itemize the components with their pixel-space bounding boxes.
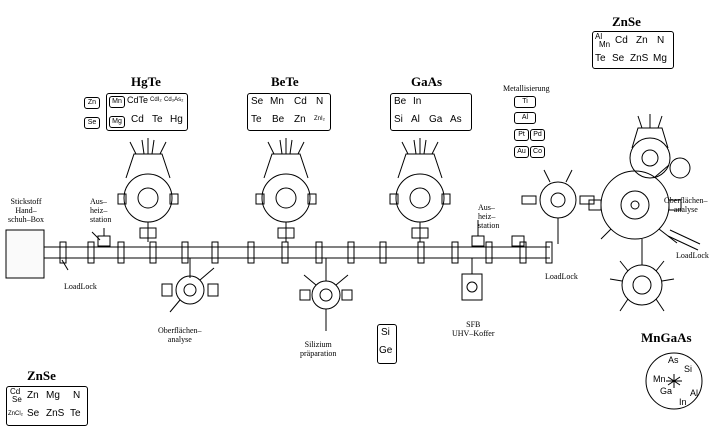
mngaas-element: Al	[690, 388, 698, 398]
silicon-prep-chamber	[300, 258, 352, 331]
metallization-chamber	[522, 170, 594, 244]
metal-element: Pt	[514, 129, 529, 141]
hgte-element-hg: Hg	[170, 114, 183, 125]
znse-top-element: Te	[595, 53, 606, 64]
mngaas-element: Mn	[653, 374, 666, 384]
label-oberflaechen-left: Oberflächen– analyse	[158, 326, 202, 344]
gaas-element: As	[450, 114, 462, 125]
znse-bottom-element: Te	[70, 408, 81, 419]
si-ge-element: Ge	[379, 345, 392, 356]
mbe-chamber-gaas	[390, 138, 450, 242]
surface-analysis-right	[670, 158, 690, 178]
mngaas-element: Ga	[660, 386, 672, 396]
hgte-element-cd3as2: Cd₃As₂	[164, 97, 183, 103]
znse-top-element: Se	[612, 53, 624, 64]
znse-top-element-mn: Mn	[599, 40, 610, 49]
label-loadlock-left: LoadLock	[64, 282, 97, 291]
hgte-element-se: Se	[84, 117, 100, 129]
zone-title-znse-top: ZnSe	[612, 14, 641, 30]
znse-bottom-element: Mg	[46, 390, 60, 401]
label-loadlock-mid: LoadLock	[545, 272, 578, 281]
arrow-loadlock-left	[62, 260, 68, 270]
zone-title-hgte: HgTe	[131, 74, 161, 90]
mngaas-element: As	[668, 355, 679, 365]
znse-top-element: N	[657, 35, 664, 46]
hgte-element-cdi2: CdI₂	[150, 97, 162, 103]
hgte-element-mg: Mg	[109, 116, 125, 128]
bete-element: Cd	[294, 96, 307, 107]
bete-element: Zn	[294, 114, 306, 125]
znse-bottom-element-se: Se	[12, 395, 22, 404]
metal-element: Ti	[514, 96, 536, 108]
znse-bottom-element: ZnCl₂	[8, 411, 23, 417]
gaas-element: Si	[394, 114, 403, 125]
bete-element: Se	[251, 96, 263, 107]
label-ausheiz-left: Aus– heiz– station	[90, 197, 111, 224]
metal-element: Pd	[530, 129, 545, 141]
bete-element: N	[316, 96, 323, 107]
gaas-element: Be	[394, 96, 406, 107]
zone-title-gaas: GaAs	[411, 74, 442, 90]
label-loadlock-right: LoadLock	[676, 251, 709, 260]
znse-top-element: Mg	[653, 53, 667, 64]
znse-bottom-element: Zn	[27, 390, 39, 401]
label-silizium: Silizium präparation	[300, 340, 336, 358]
label-sfb: SFB UHV–Koffer	[452, 320, 495, 338]
znse-top-element: Cd	[615, 35, 628, 46]
label-ausheiz-right: Aus– heiz– station	[478, 203, 499, 230]
bete-element: Be	[272, 114, 284, 125]
gaas-element: Ga	[429, 114, 442, 125]
valves	[98, 228, 524, 246]
metal-element: Co	[530, 146, 545, 158]
zone-title-bete: BeTe	[271, 74, 299, 90]
mbe-chamber-bete	[256, 138, 316, 242]
bete-element: Te	[251, 114, 262, 125]
line-flanges	[60, 242, 552, 263]
hgte-element-mn: Mn	[109, 96, 125, 108]
znse-top-element: ZnS	[630, 53, 648, 64]
gaas-element: In	[413, 96, 421, 107]
zone-title-metallisierung: Metallisierung	[503, 84, 550, 93]
bete-element: Mn	[270, 96, 284, 107]
metal-element: Au	[514, 146, 529, 158]
surface-analysis-left	[162, 258, 218, 312]
znse-bottom-element: Se	[27, 408, 39, 419]
znse-bottom-element: ZnS	[46, 408, 64, 419]
mbe-chamber-mngaas	[610, 239, 674, 311]
hgte-element-cd: Cd	[131, 114, 144, 125]
mngaas-element: Si	[684, 364, 692, 374]
znse-bottom-element: N	[73, 390, 80, 401]
glovebox-shape	[6, 230, 44, 278]
znse-top-element: Zn	[636, 35, 648, 46]
label-oberflaechen-right: Oberflächen– analyse	[664, 196, 708, 214]
bete-element: ZnI₂	[314, 116, 325, 122]
hgte-element-zn: Zn	[84, 97, 100, 109]
zone-title-mngaas: MnGaAs	[641, 330, 692, 346]
hgte-element-cdte: CdTe	[127, 95, 148, 105]
si-ge-element: Si	[381, 327, 390, 338]
metal-element: Al	[514, 112, 536, 124]
uhv-case	[462, 258, 482, 300]
gaas-element: Al	[411, 114, 420, 125]
hgte-element-te: Te	[152, 114, 163, 125]
zone-title-znse-bottom: ZnSe	[27, 368, 56, 384]
mngaas-element: In	[679, 397, 687, 407]
mbe-chamber-hgte	[118, 138, 178, 242]
label-stickstoff: Stickstoff Hand– schuh–Box	[2, 197, 50, 224]
mbe-chamber-znse	[630, 114, 670, 178]
